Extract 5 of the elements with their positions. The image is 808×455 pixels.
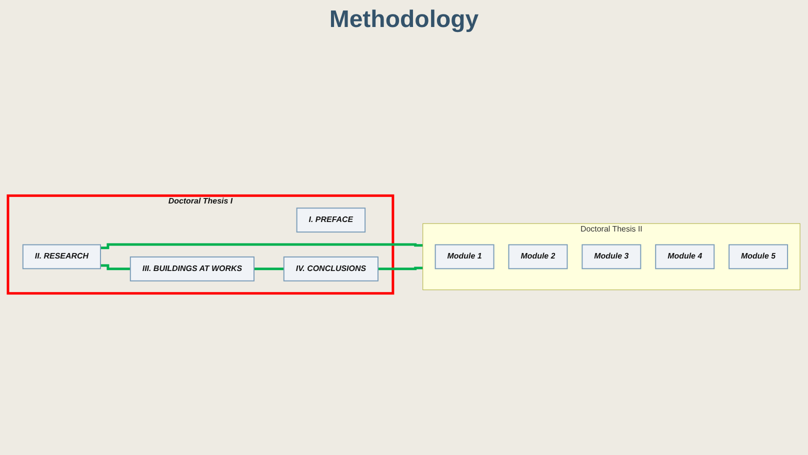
connector: [254, 268, 284, 270]
diagram-title: Methodology: [329, 6, 479, 34]
connector: [378, 266, 423, 270]
connector: [100, 264, 130, 270]
connector: [100, 243, 423, 250]
